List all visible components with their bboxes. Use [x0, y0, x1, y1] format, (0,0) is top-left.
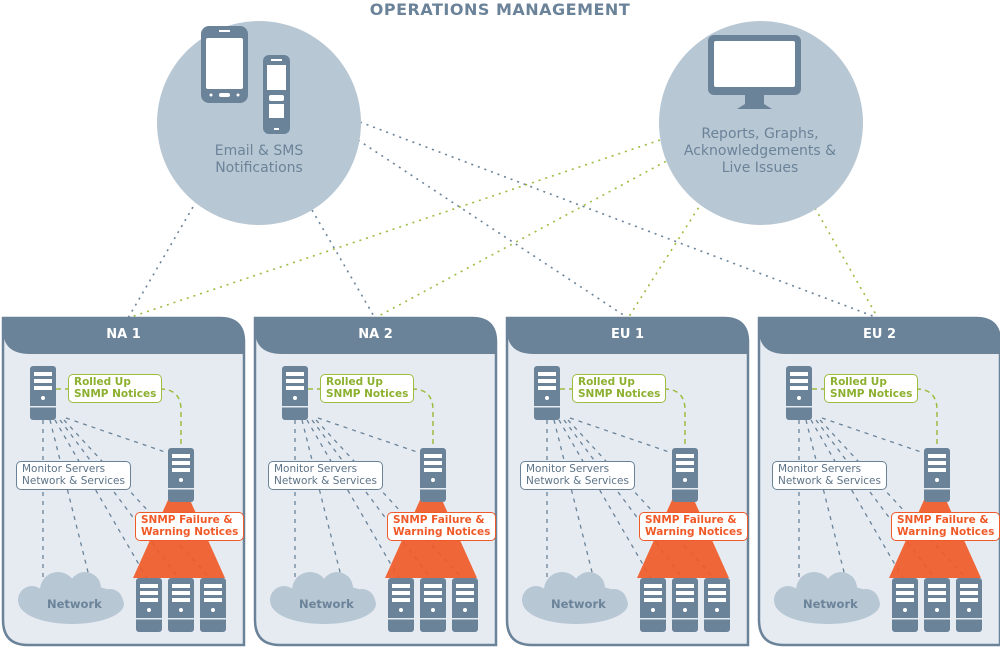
snmp-failure-badge: SNMP Failure & Warning Notices [387, 512, 497, 541]
failure-line1: SNMP Failure & [645, 514, 737, 526]
monitored-server-icon [704, 578, 730, 632]
site-panel-na-1: NA 1 Rolled Up SNMP Notices Monitor Serv… [0, 0, 250, 649]
monitor-line2: Network & Services [778, 474, 881, 487]
report-link-line [127, 139, 661, 319]
reports-label: Reports, Graphs, Acknowledgements & Live… [660, 126, 860, 177]
notifications-node [157, 21, 361, 225]
monitored-server-icon [452, 578, 478, 632]
master-server-icon [786, 366, 812, 420]
rolled-up-snmp-badge: Rolled Up SNMP Notices [824, 374, 919, 403]
notification-link-line [127, 194, 201, 319]
reports-label-line2: Acknowledgements & [683, 143, 837, 159]
monitored-server-icon [640, 578, 666, 632]
notifications-label-line2: Notifications [215, 160, 303, 176]
cloud-icon [522, 572, 628, 624]
network-label: Network [551, 597, 606, 611]
notification-link-line [357, 139, 629, 319]
monitor-line2: Network & Services [274, 474, 377, 487]
failure-line2: Warning Notices [897, 525, 995, 538]
cloud-icon [270, 572, 376, 624]
snmp-failure-badge: SNMP Failure & Warning Notices [891, 512, 1000, 541]
monitored-server-icon [672, 578, 698, 632]
site-panel-eu-2: EU 2 Rolled Up SNMP Notices Monitor Serv… [756, 0, 1000, 649]
flip-phone-icon [263, 55, 290, 134]
rolled-up-snmp-badge: Rolled Up SNMP Notices [572, 374, 667, 403]
notify-server-icon [672, 448, 698, 502]
failure-line2: Warning Notices [141, 525, 239, 538]
failure-line1: SNMP Failure & [393, 514, 485, 526]
monitored-server-icon [168, 578, 194, 632]
notification-link-line [359, 121, 879, 319]
rolled-up-line1: Rolled Up [74, 376, 131, 388]
notifications-label: Email & SMS Notifications [168, 143, 350, 177]
monitor-line1: Monitor Servers [526, 463, 610, 475]
failure-line2: Warning Notices [645, 525, 743, 538]
report-link-line [807, 195, 879, 319]
monitored-server-icon [388, 578, 414, 632]
failure-line2: Warning Notices [393, 525, 491, 538]
report-link-line [374, 157, 673, 319]
snmp-failure-badge: SNMP Failure & Warning Notices [639, 512, 749, 541]
notify-server-icon [168, 448, 194, 502]
monitor-line1: Monitor Servers [22, 463, 106, 475]
master-server-icon [534, 366, 560, 420]
panel-title: EU 2 [862, 327, 896, 342]
rolled-up-snmp-badge: Rolled Up SNMP Notices [68, 374, 163, 403]
rolled-up-line2: SNMP Notices [326, 387, 409, 400]
cloud-icon [774, 572, 880, 624]
cloud-icon [18, 572, 124, 624]
monitor-servers-badge: Monitor Servers Network & Services [268, 461, 383, 490]
panel-title: NA 1 [106, 327, 141, 342]
rolled-up-line2: SNMP Notices [830, 387, 913, 400]
rolled-up-line1: Rolled Up [830, 376, 887, 388]
site-panel-eu-1: EU 1 Rolled Up SNMP Notices Monitor Serv… [504, 0, 754, 649]
network-label: Network [803, 597, 858, 611]
monitored-server-icon [892, 578, 918, 632]
monitored-server-icon [924, 578, 950, 632]
notifications-label-line1: Email & SMS [214, 143, 304, 159]
rolled-up-line2: SNMP Notices [74, 387, 157, 400]
report-link-line [627, 195, 707, 319]
network-label: Network [299, 597, 354, 611]
diagram-title: OPERATIONS MANAGEMENT [369, 0, 631, 19]
monitored-server-icon [956, 578, 982, 632]
rolled-up-line1: Rolled Up [578, 376, 635, 388]
rolled-up-line1: Rolled Up [326, 376, 383, 388]
notify-server-icon [924, 448, 950, 502]
failure-line1: SNMP Failure & [897, 514, 989, 526]
monitor-icon [708, 35, 801, 109]
snmp-failure-badge: SNMP Failure & Warning Notices [135, 512, 245, 541]
monitored-server-icon [200, 578, 226, 632]
monitor-line1: Monitor Servers [778, 463, 862, 475]
site-panel-na-2: NA 2 Rolled Up SNMP Notices Monitor Serv… [252, 0, 502, 649]
monitored-server-icon [136, 578, 162, 632]
network-label: Network [47, 597, 102, 611]
monitor-servers-badge: Monitor Servers Network & Services [772, 461, 887, 490]
monitor-line2: Network & Services [22, 474, 125, 487]
reports-label-line3: Live Issues [721, 160, 799, 176]
smartphone-icon [201, 26, 248, 103]
failure-line1: SNMP Failure & [141, 514, 233, 526]
master-server-icon [282, 366, 308, 420]
monitor-servers-badge: Monitor Servers Network & Services [16, 461, 131, 490]
monitor-servers-badge: Monitor Servers Network & Services [520, 461, 635, 490]
panel-title: NA 2 [358, 327, 393, 342]
master-server-icon [30, 366, 56, 420]
panel-title: EU 1 [610, 327, 644, 342]
reports-node [659, 21, 863, 225]
monitor-line2: Network & Services [526, 474, 629, 487]
reports-label-line1: Reports, Graphs, [701, 126, 819, 142]
notify-server-icon [420, 448, 446, 502]
monitored-server-icon [420, 578, 446, 632]
monitor-line1: Monitor Servers [274, 463, 358, 475]
rolled-up-snmp-badge: Rolled Up SNMP Notices [320, 374, 415, 403]
rolled-up-line2: SNMP Notices [578, 387, 661, 400]
